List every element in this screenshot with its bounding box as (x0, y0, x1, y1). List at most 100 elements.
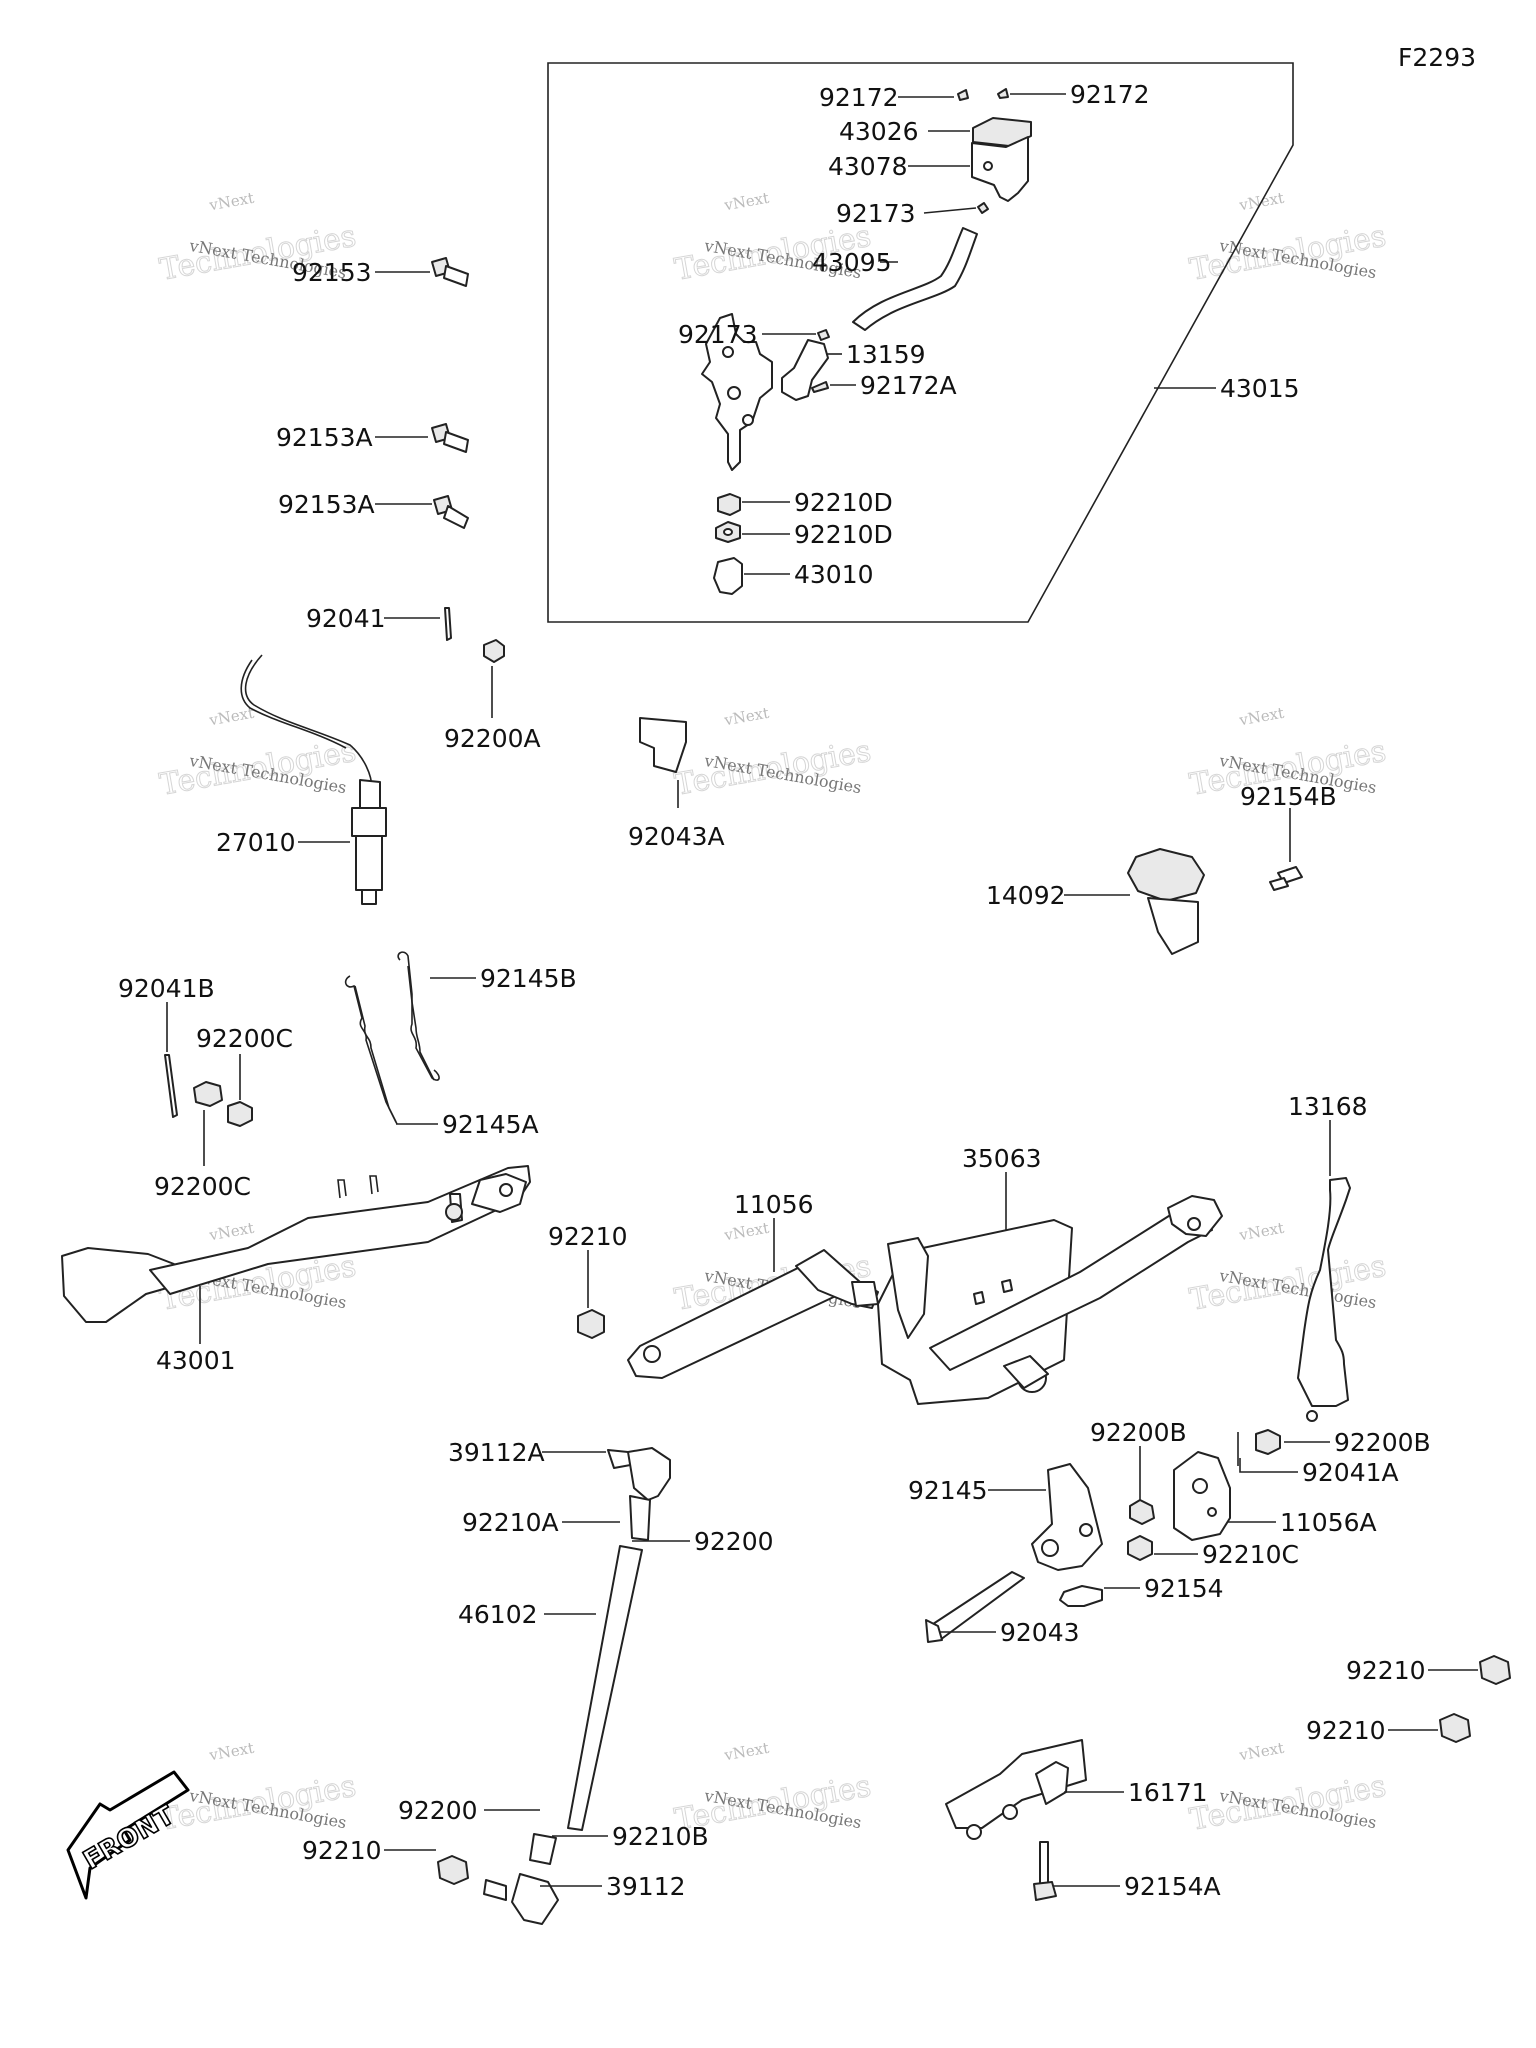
label-35063: 35063 (962, 1144, 1042, 1173)
label-13159: 13159 (846, 340, 926, 369)
spring-92145 (1031, 1463, 1103, 1571)
label-92172-right: 92172 (1070, 80, 1150, 109)
bolt-92154B (1269, 866, 1303, 891)
label-92041: 92041 (306, 604, 386, 633)
bolt-92153 (431, 257, 469, 287)
assembly-box-43015 (547, 62, 1294, 623)
label-92145A: 92145A (442, 1110, 539, 1139)
nut-92210-mid (577, 1309, 605, 1339)
bracket-16171 (945, 1739, 1087, 1840)
label-92041A: 92041A (1302, 1458, 1399, 1487)
nut-92210-r1 (1479, 1655, 1511, 1685)
label-92210-bot: 92210 (302, 1836, 382, 1865)
bolt-92154A (1033, 1841, 1057, 1901)
label-92210D-b: 92210D (794, 520, 893, 549)
label-92173-top: 92173 (836, 199, 916, 228)
leader-lines (166, 93, 1478, 1887)
cotter-pin-92041B (164, 1054, 178, 1118)
label-92200A: 92200A (444, 724, 541, 753)
svg-text:vNext: vNext (722, 189, 770, 215)
washer-92200C-b (227, 1101, 253, 1127)
pin-92043 (925, 1571, 1025, 1643)
spring-92145B (397, 951, 440, 1081)
label-92200B-top: 92200B (1090, 1418, 1187, 1447)
rod-13168 (1297, 1177, 1351, 1422)
svg-text:vNext: vNext (207, 1219, 255, 1245)
svg-text:vNext: vNext (722, 704, 770, 730)
pivot-bracket-35063 (877, 1195, 1223, 1405)
label-92153: 92153 (292, 258, 372, 287)
label-92210B: 92210B (612, 1822, 709, 1851)
label-43015: 43015 (1220, 374, 1300, 403)
svg-text:vNext: vNext (207, 704, 255, 730)
label-11056A: 11056A (1280, 1508, 1377, 1537)
svg-text:vNext: vNext (1237, 704, 1285, 730)
label-92154B: 92154B (1240, 782, 1337, 811)
cotter-pin-92041 (444, 607, 452, 641)
label-14092: 14092 (986, 881, 1066, 910)
label-92153A-a: 92153A (276, 423, 373, 452)
washer-92200B-top (1129, 1499, 1155, 1525)
master-cylinder-group (701, 88, 1032, 595)
washer-92200C-a (193, 1081, 223, 1107)
svg-text:vNext: vNext (207, 1739, 255, 1765)
label-92041B: 92041B (118, 974, 215, 1003)
svg-text:vNext: vNext (722, 1219, 770, 1245)
label-92210A: 92210A (462, 1508, 559, 1537)
label-39112: 39112 (606, 1872, 686, 1901)
svg-text:vNext: vNext (1237, 1739, 1285, 1765)
cap-14092 (1127, 848, 1205, 955)
label-39112A: 39112A (448, 1438, 545, 1467)
label-11056: 11056 (734, 1190, 814, 1219)
svg-text:vNext: vNext (207, 189, 255, 215)
washer-92200A (483, 639, 505, 663)
label-92172-left: 92172 (819, 83, 899, 112)
tie-rod-46102 (483, 1447, 671, 1925)
label-92153A-b: 92153A (278, 490, 375, 519)
nut-92210C (1127, 1535, 1153, 1561)
label-92210-r2: 92210 (1306, 1716, 1386, 1745)
svg-text:vNext: vNext (1237, 1219, 1285, 1245)
label-92210-mid: 92210 (548, 1222, 628, 1251)
bolt-92153A-a (431, 423, 469, 453)
label-13168: 13168 (1288, 1092, 1368, 1121)
label-92200-bot: 92200 (398, 1796, 478, 1825)
svg-text:vNext: vNext (722, 1739, 770, 1765)
label-92200C-bot: 92200C (154, 1172, 251, 1201)
label-92172A: 92172A (860, 371, 957, 400)
label-92154A: 92154A (1124, 1872, 1221, 1901)
brake-switch-27010 (240, 654, 387, 905)
label-43078: 43078 (828, 152, 908, 181)
label-43001: 43001 (156, 1346, 236, 1375)
label-92145: 92145 (908, 1476, 988, 1505)
part-labels: 92172 92172 43026 43078 92173 43095 9217… (118, 80, 1431, 1901)
label-92154: 92154 (1144, 1574, 1224, 1603)
clevis-11056A (1173, 1451, 1231, 1541)
label-92200B-right: 92200B (1334, 1428, 1431, 1457)
spring-92145A (344, 975, 398, 1125)
nut-92210-bot (437, 1855, 469, 1885)
label-27010: 27010 (216, 828, 296, 857)
label-43095: 43095 (812, 248, 892, 277)
label-16171: 16171 (1128, 1778, 1208, 1807)
bracket-92043A (639, 717, 687, 773)
label-92200-top: 92200 (694, 1527, 774, 1556)
brake-pedal-43001 (61, 1165, 531, 1323)
label-92043: 92043 (1000, 1618, 1080, 1647)
label-92200C-top: 92200C (196, 1024, 293, 1053)
label-92210D-a: 92210D (794, 488, 893, 517)
shaft-11056 (627, 1249, 879, 1379)
label-46102: 46102 (458, 1600, 538, 1629)
ref-code: F2293 (1398, 43, 1476, 72)
label-92145B: 92145B (480, 964, 577, 993)
label-92043A: 92043A (628, 822, 725, 851)
bolt-92153A-b (433, 495, 469, 529)
label-43026: 43026 (839, 117, 919, 146)
nut-92210-r2 (1439, 1713, 1471, 1743)
label-92210C: 92210C (1202, 1540, 1299, 1569)
bolt-92154 (1059, 1585, 1103, 1607)
label-92173-mid: 92173 (678, 320, 758, 349)
label-43010: 43010 (794, 560, 874, 589)
label-92210-r1: 92210 (1346, 1656, 1426, 1685)
